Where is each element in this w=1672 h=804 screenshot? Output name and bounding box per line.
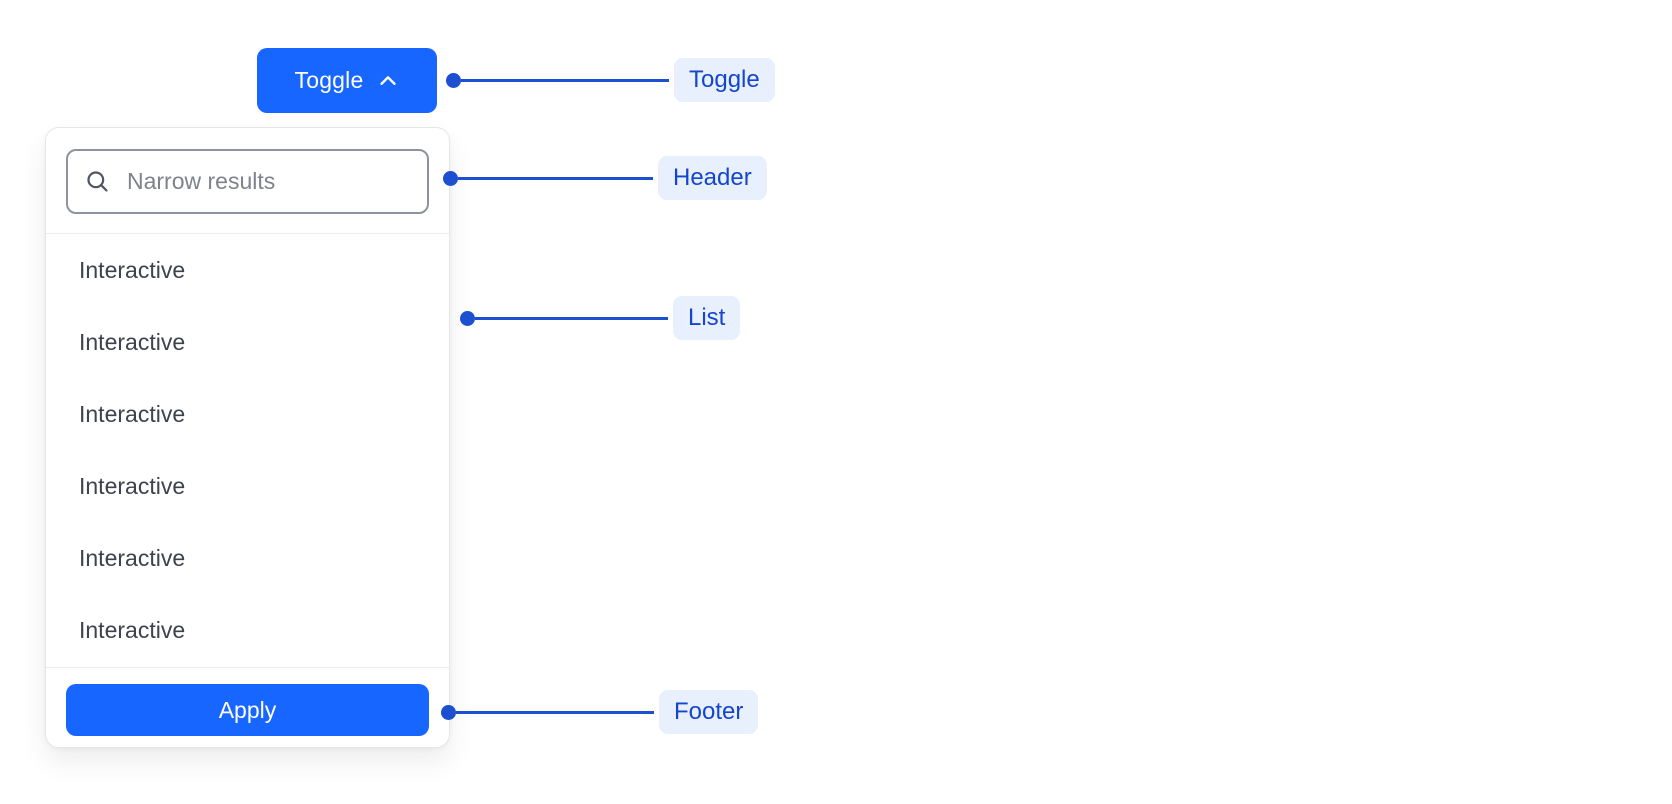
annotation-label-header: Header xyxy=(658,156,767,200)
annotation-line xyxy=(475,316,668,320)
list-item[interactable]: Interactive xyxy=(79,256,186,283)
list-item[interactable]: Interactive xyxy=(79,616,186,643)
list-item[interactable]: Interactive xyxy=(79,400,186,427)
annotation-line xyxy=(461,78,669,82)
annotation-dot xyxy=(443,170,458,186)
annotation-label-footer: Footer xyxy=(659,690,759,734)
annotation-dot xyxy=(460,310,475,326)
dropdown-list: Interactive Interactive Interactive Inte… xyxy=(46,234,449,667)
magnifier-icon xyxy=(84,168,111,195)
dropdown-footer: Apply xyxy=(46,667,449,747)
annotation-line xyxy=(456,710,654,714)
search-box[interactable] xyxy=(66,149,429,214)
list-item[interactable]: Interactive xyxy=(79,328,186,355)
annotation-list: List xyxy=(460,296,741,340)
dropdown-panel: Interactive Interactive Interactive Inte… xyxy=(45,127,450,748)
toggle-button-label: Toggle xyxy=(294,67,364,93)
annotation-footer: Footer xyxy=(441,690,759,734)
annotation-dot xyxy=(441,704,456,720)
annotation-header: Header xyxy=(443,156,767,200)
annotation-line xyxy=(458,176,653,180)
annotation-dot xyxy=(446,72,461,88)
search-input[interactable] xyxy=(125,167,425,196)
apply-button[interactable]: Apply xyxy=(66,684,429,736)
annotation-toggle: Toggle xyxy=(446,58,775,102)
chevron-up-icon xyxy=(377,70,399,92)
dropdown-header xyxy=(46,128,449,234)
annotation-label-toggle: Toggle xyxy=(674,58,775,102)
list-item[interactable]: Interactive xyxy=(79,544,186,571)
annotation-label-list: List xyxy=(673,296,741,340)
toggle-button[interactable]: Toggle xyxy=(257,48,437,113)
list-item[interactable]: Interactive xyxy=(79,472,186,499)
